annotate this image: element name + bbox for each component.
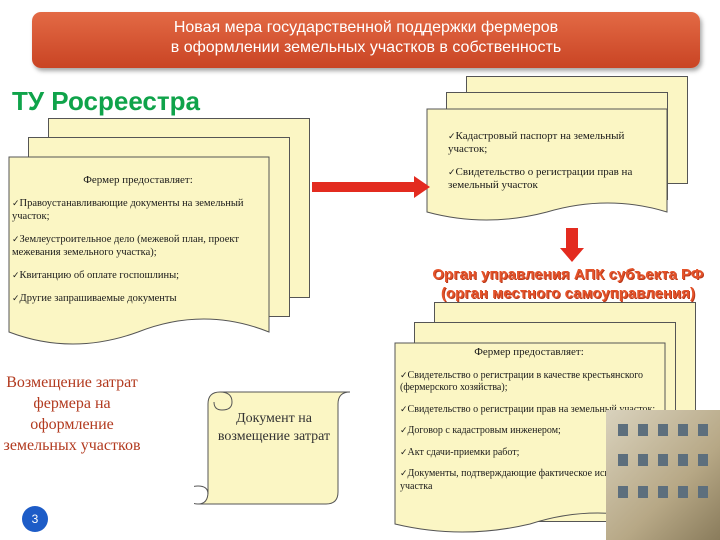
- left-doc-item: Правоустанавливающие документы на земель…: [12, 197, 264, 223]
- window-shape: [658, 454, 668, 466]
- window-shape: [698, 424, 708, 436]
- title-banner: Новая мера государственной поддержки фер…: [32, 12, 700, 68]
- down-arrow-icon: [560, 228, 584, 262]
- window-shape: [678, 454, 688, 466]
- window-shape: [618, 454, 628, 466]
- window-shape: [678, 424, 688, 436]
- reimbursement-text: Возмещение затрат фермера на оформление …: [3, 374, 141, 454]
- window-shape: [678, 486, 688, 498]
- org-line-2: (орган местного самоуправления): [440, 285, 696, 302]
- left-docs-heading: Фермер предоставляет:: [83, 174, 193, 186]
- left-doc-item: Другие запрашиваемые документы: [12, 292, 264, 305]
- slide-number: 3: [22, 506, 48, 532]
- org-title: Орган управления АПК субъекта РФ (орган …: [418, 265, 718, 303]
- left-doc-item: Землеустроительное дело (межевой план, п…: [12, 233, 264, 259]
- window-shape: [698, 486, 708, 498]
- building-photo: [606, 410, 720, 540]
- left-doc-item: Квитанцию об оплате госпошлины;: [12, 269, 264, 282]
- title-line-1: Новая мера государственной поддержки фер…: [173, 19, 559, 36]
- bottom-docs-heading: Фермер предоставляет:: [474, 346, 584, 358]
- left-docs-list: Фермер предоставляет: Правоустанавливающ…: [12, 174, 264, 315]
- rosreestr-docs-list: Кадастровый паспорт на земельный участок…: [448, 130, 658, 202]
- scroll-icon: [194, 391, 351, 505]
- window-shape: [618, 424, 628, 436]
- bottom-docs-list: Фермер предоставляет: Свидетельство о ре…: [400, 346, 658, 501]
- window-shape: [698, 454, 708, 466]
- bottom-doc-item: Акт сдачи-приемки работ;: [400, 446, 658, 460]
- scroll-text: Документ на возмещение затрат: [217, 411, 331, 444]
- bottom-doc-item: Документы, подтверждающие фактическое ис…: [400, 467, 658, 493]
- agency-title: ТУ Росреестра: [12, 86, 200, 116]
- window-shape: [638, 454, 648, 466]
- bottom-doc-item: Договор с кадастровым инженером;: [400, 424, 658, 438]
- rosreestr-doc-item: Свидетельство о регистрации прав на земе…: [448, 166, 658, 192]
- right-arrow-icon: [312, 176, 430, 198]
- window-shape: [638, 486, 648, 498]
- window-shape: [658, 486, 668, 498]
- title-line-2: в оформлении земельных участков в собств…: [170, 39, 562, 56]
- window-shape: [618, 486, 628, 498]
- bottom-doc-item: Свидетельство о регистрации в качестве к…: [400, 369, 658, 395]
- window-shape: [638, 424, 648, 436]
- bottom-doc-item: Свидетельство о регистрации прав на земе…: [400, 403, 658, 417]
- window-shape: [658, 424, 668, 436]
- rosreestr-doc-item: Кадастровый паспорт на земельный участок…: [448, 130, 658, 156]
- org-line-1: Орган управления АПК субъекта РФ: [432, 266, 704, 283]
